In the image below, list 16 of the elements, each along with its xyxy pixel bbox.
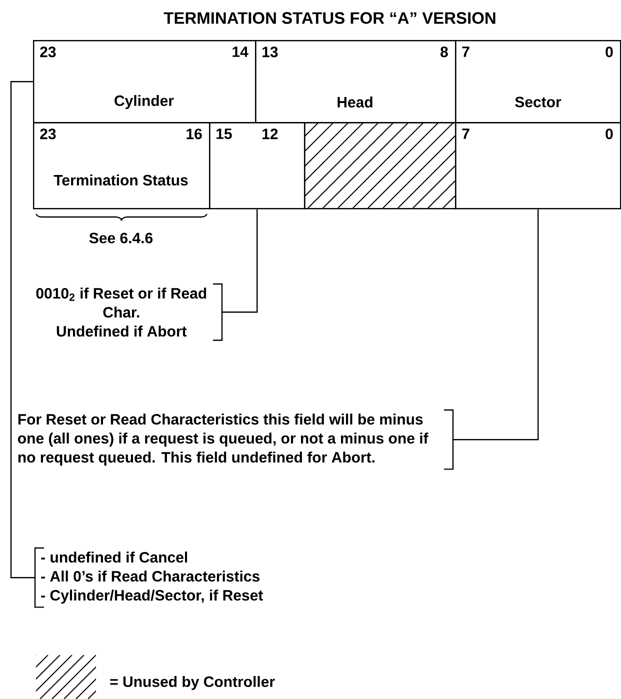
- bracketed-list: - undefined if Cancel - All 0’s if Read Characteristics - Cylinder/Head/Sector, if Reset: [34, 547, 263, 608]
- connector-line: [10, 81, 35, 578]
- bit-field-cell: 23 16 Termination Status: [33, 122, 210, 210]
- bit-field-cell: 15 12: [209, 122, 306, 210]
- hatched-cell: [304, 122, 456, 210]
- title: TERMINATION STATUS FOR “A” VERSION: [164, 12, 496, 24]
- bit-field-cell: 7 0 Sector: [455, 40, 621, 124]
- connector-line: [453, 209, 539, 440]
- bit-field-cell: 13 8 Head: [255, 40, 456, 124]
- bracketed-note: 0010$_{2}$ if Reset or if Read Char. Undefined if Abort: [36, 283, 223, 341]
- legend-text: = Unused by Controller: [110, 676, 275, 690]
- bit-field-cell: 23 14 Cylinder: [33, 40, 256, 124]
- connector-line: [222, 209, 258, 313]
- reference-label: See 6.4.6: [89, 232, 153, 244]
- bracketed-note: For Reset or Read Characteristics this field will be minus one (all ones) if a request is queued, or not a minus one if no request queued. This field undefined for Abort.: [18, 409, 454, 470]
- bit-field-cell: 7 0: [455, 122, 621, 210]
